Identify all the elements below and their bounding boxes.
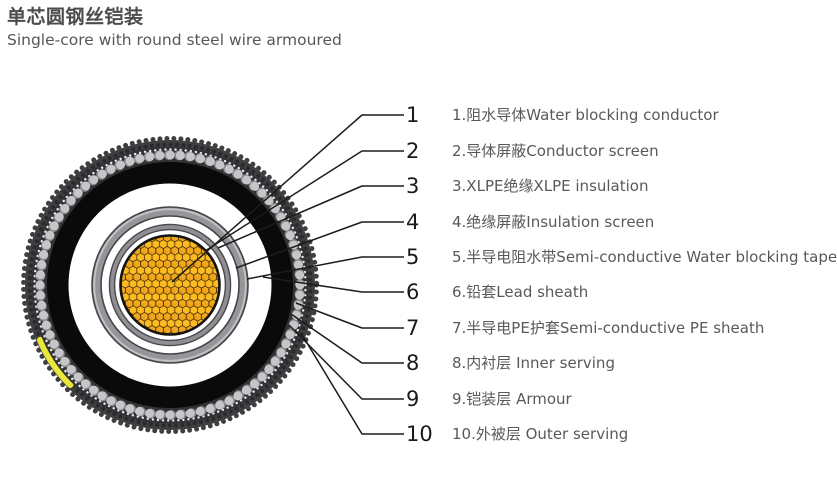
callout-number-3: 3 [406, 174, 420, 198]
leader-line-2 [204, 150, 404, 252]
leader-line-8 [290, 313, 404, 364]
legend-item-1: 1.阻水导体Water blocking conductor [452, 106, 719, 124]
leader-line-6 [262, 276, 404, 293]
legend-item-10: 10.外被层 Outer serving [452, 425, 629, 443]
legend-item-8: 8.内衬层 Inner serving [452, 354, 615, 372]
leader-line-5 [246, 256, 404, 280]
leader-line-10 [300, 332, 404, 435]
callout-number-4: 4 [406, 210, 420, 234]
leader-line-7 [295, 302, 404, 329]
page-subtitle: Single-core with round steel wire armour… [7, 31, 342, 49]
legend-item-3: 3.XLPE绝缘XLPE insulation [452, 177, 649, 195]
leader-lines [171, 114, 404, 435]
legend-item-7: 7.半导电PE护套Semi-conductive PE sheath [452, 319, 765, 337]
header: 单芯圆钢丝铠装 Single-core with round steel wir… [7, 6, 342, 50]
page-title: 单芯圆钢丝铠装 [7, 6, 144, 28]
leader-line-4 [235, 221, 404, 269]
callout-number-6: 6 [406, 280, 420, 304]
legend-item-5: 5.半导电阻水带Semi-conductive Water blocking t… [452, 248, 837, 266]
conductor-layer [119, 234, 221, 336]
callout-number-8: 8 [406, 351, 420, 375]
leader-line-3 [217, 185, 404, 249]
callout-number-10: 10 [406, 422, 433, 446]
legend-item-6: 6.铅套Lead sheath [452, 283, 589, 301]
leader-line-1 [171, 114, 404, 283]
legend-item-4: 4.绝缘屏蔽Insulation screen [452, 213, 655, 231]
callout-number-5: 5 [406, 245, 420, 269]
callout-number-1: 1 [406, 103, 420, 127]
armour-layer [31, 146, 309, 424]
callout-number-2: 2 [406, 139, 420, 163]
legend-item-9: 9.铠装层 Armour [452, 390, 572, 408]
legend-item-2: 2.导体屏蔽Conductor screen [452, 142, 659, 160]
callout-number-7: 7 [406, 316, 420, 340]
leader-line-9 [288, 324, 404, 400]
callout-number-9: 9 [406, 387, 420, 411]
